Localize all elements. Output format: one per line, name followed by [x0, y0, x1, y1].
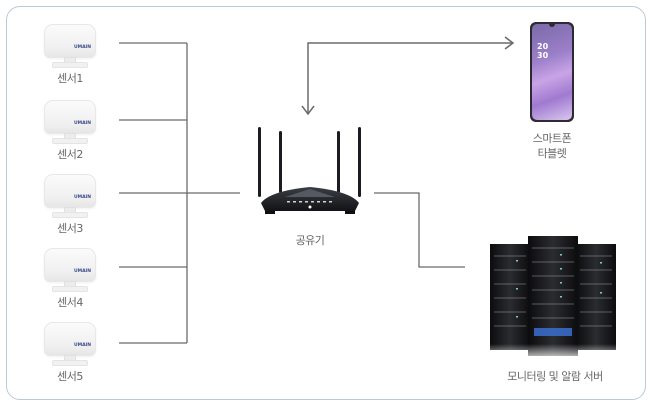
router-mobile-arrow-line — [307, 42, 512, 113]
sensor-brand-logo: UMAIN — [73, 269, 91, 274]
router-icon — [258, 127, 361, 214]
sensor-1-device: UMAIN — [44, 24, 96, 68]
sensor-3-device: UMAIN — [44, 174, 96, 218]
mobile-label-line2: 타블렛 — [537, 147, 567, 160]
sensor-4-device: UMAIN — [44, 248, 96, 292]
server-rack-icon — [488, 236, 618, 362]
sensor-2-device: UMAIN — [44, 100, 96, 144]
sensor-5-device: UMAIN — [44, 322, 96, 366]
sensor-brand-logo: UMAIN — [73, 195, 91, 200]
mobile-label: 스마트폰 타블렛 — [512, 131, 592, 161]
mobile-label-line1: 스마트폰 — [532, 132, 572, 145]
sensor-2-label: 센서2 — [57, 148, 83, 161]
sensor-brand-logo: UMAIN — [73, 45, 91, 50]
server-label: 모니터링 및 알람 서버 — [507, 370, 603, 383]
sensor-3-label: 센서3 — [57, 222, 83, 235]
router-server-line — [374, 192, 465, 268]
arrowhead-right-icon — [504, 36, 515, 50]
arrowhead-down-icon — [301, 105, 315, 116]
sensor-brand-logo: UMAIN — [73, 121, 91, 126]
sensor-1-label: 센서1 — [57, 72, 83, 85]
sensor-5-label: 센서5 — [57, 370, 83, 383]
sensor-brand-logo: UMAIN — [73, 343, 91, 348]
sensor-4-label: 센서4 — [57, 296, 83, 309]
router-label: 공유기 — [295, 234, 325, 247]
